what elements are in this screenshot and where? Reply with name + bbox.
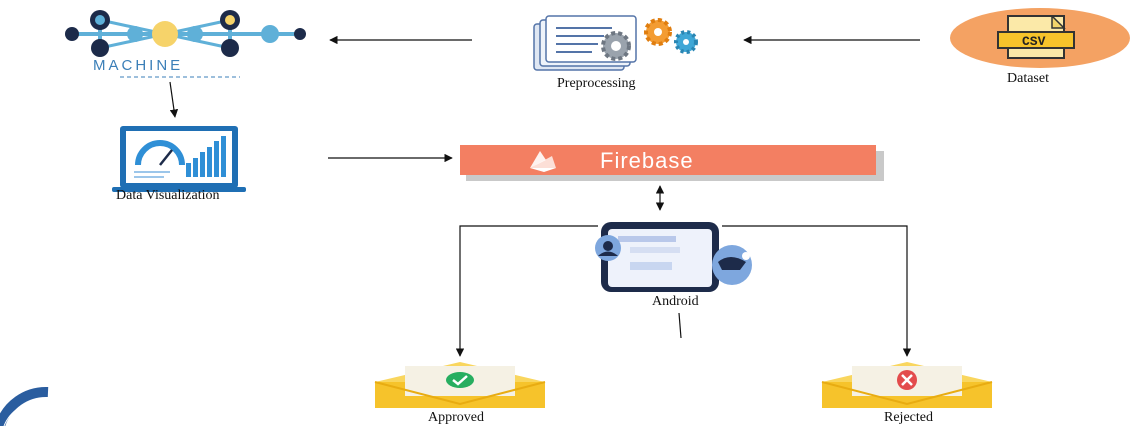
rejected-envelope-icon xyxy=(821,362,993,408)
connectors xyxy=(169,35,920,357)
line-to-rejected xyxy=(722,225,912,357)
line-to-approved xyxy=(455,225,598,357)
machine-learning-icon: MACHINE xyxy=(65,10,306,78)
csv-badge: CSV xyxy=(1022,34,1046,49)
preprocessing-icon xyxy=(533,15,698,71)
preprocessing-label: Preprocessing xyxy=(557,76,636,91)
data-visualization-icon xyxy=(112,126,246,192)
android-phone-icon xyxy=(595,222,752,292)
dataset-icon: CSV xyxy=(950,8,1130,68)
arrow-ml-to-visualization xyxy=(169,81,179,118)
data-visualization-label: Data Visualization xyxy=(116,188,220,203)
rejected-label: Rejected xyxy=(884,410,933,425)
approved-label: Approved xyxy=(428,410,484,425)
firebase-label: Firebase xyxy=(600,148,694,173)
android-label: Android xyxy=(652,294,699,309)
android-stub-line xyxy=(678,312,682,339)
firebase-banner: Firebase xyxy=(460,145,884,181)
accreditation-seal-icon xyxy=(0,386,49,426)
dataset-label: Dataset xyxy=(1007,71,1049,86)
machine-caption: MACHINE xyxy=(93,57,183,74)
approved-envelope-icon xyxy=(374,362,546,408)
